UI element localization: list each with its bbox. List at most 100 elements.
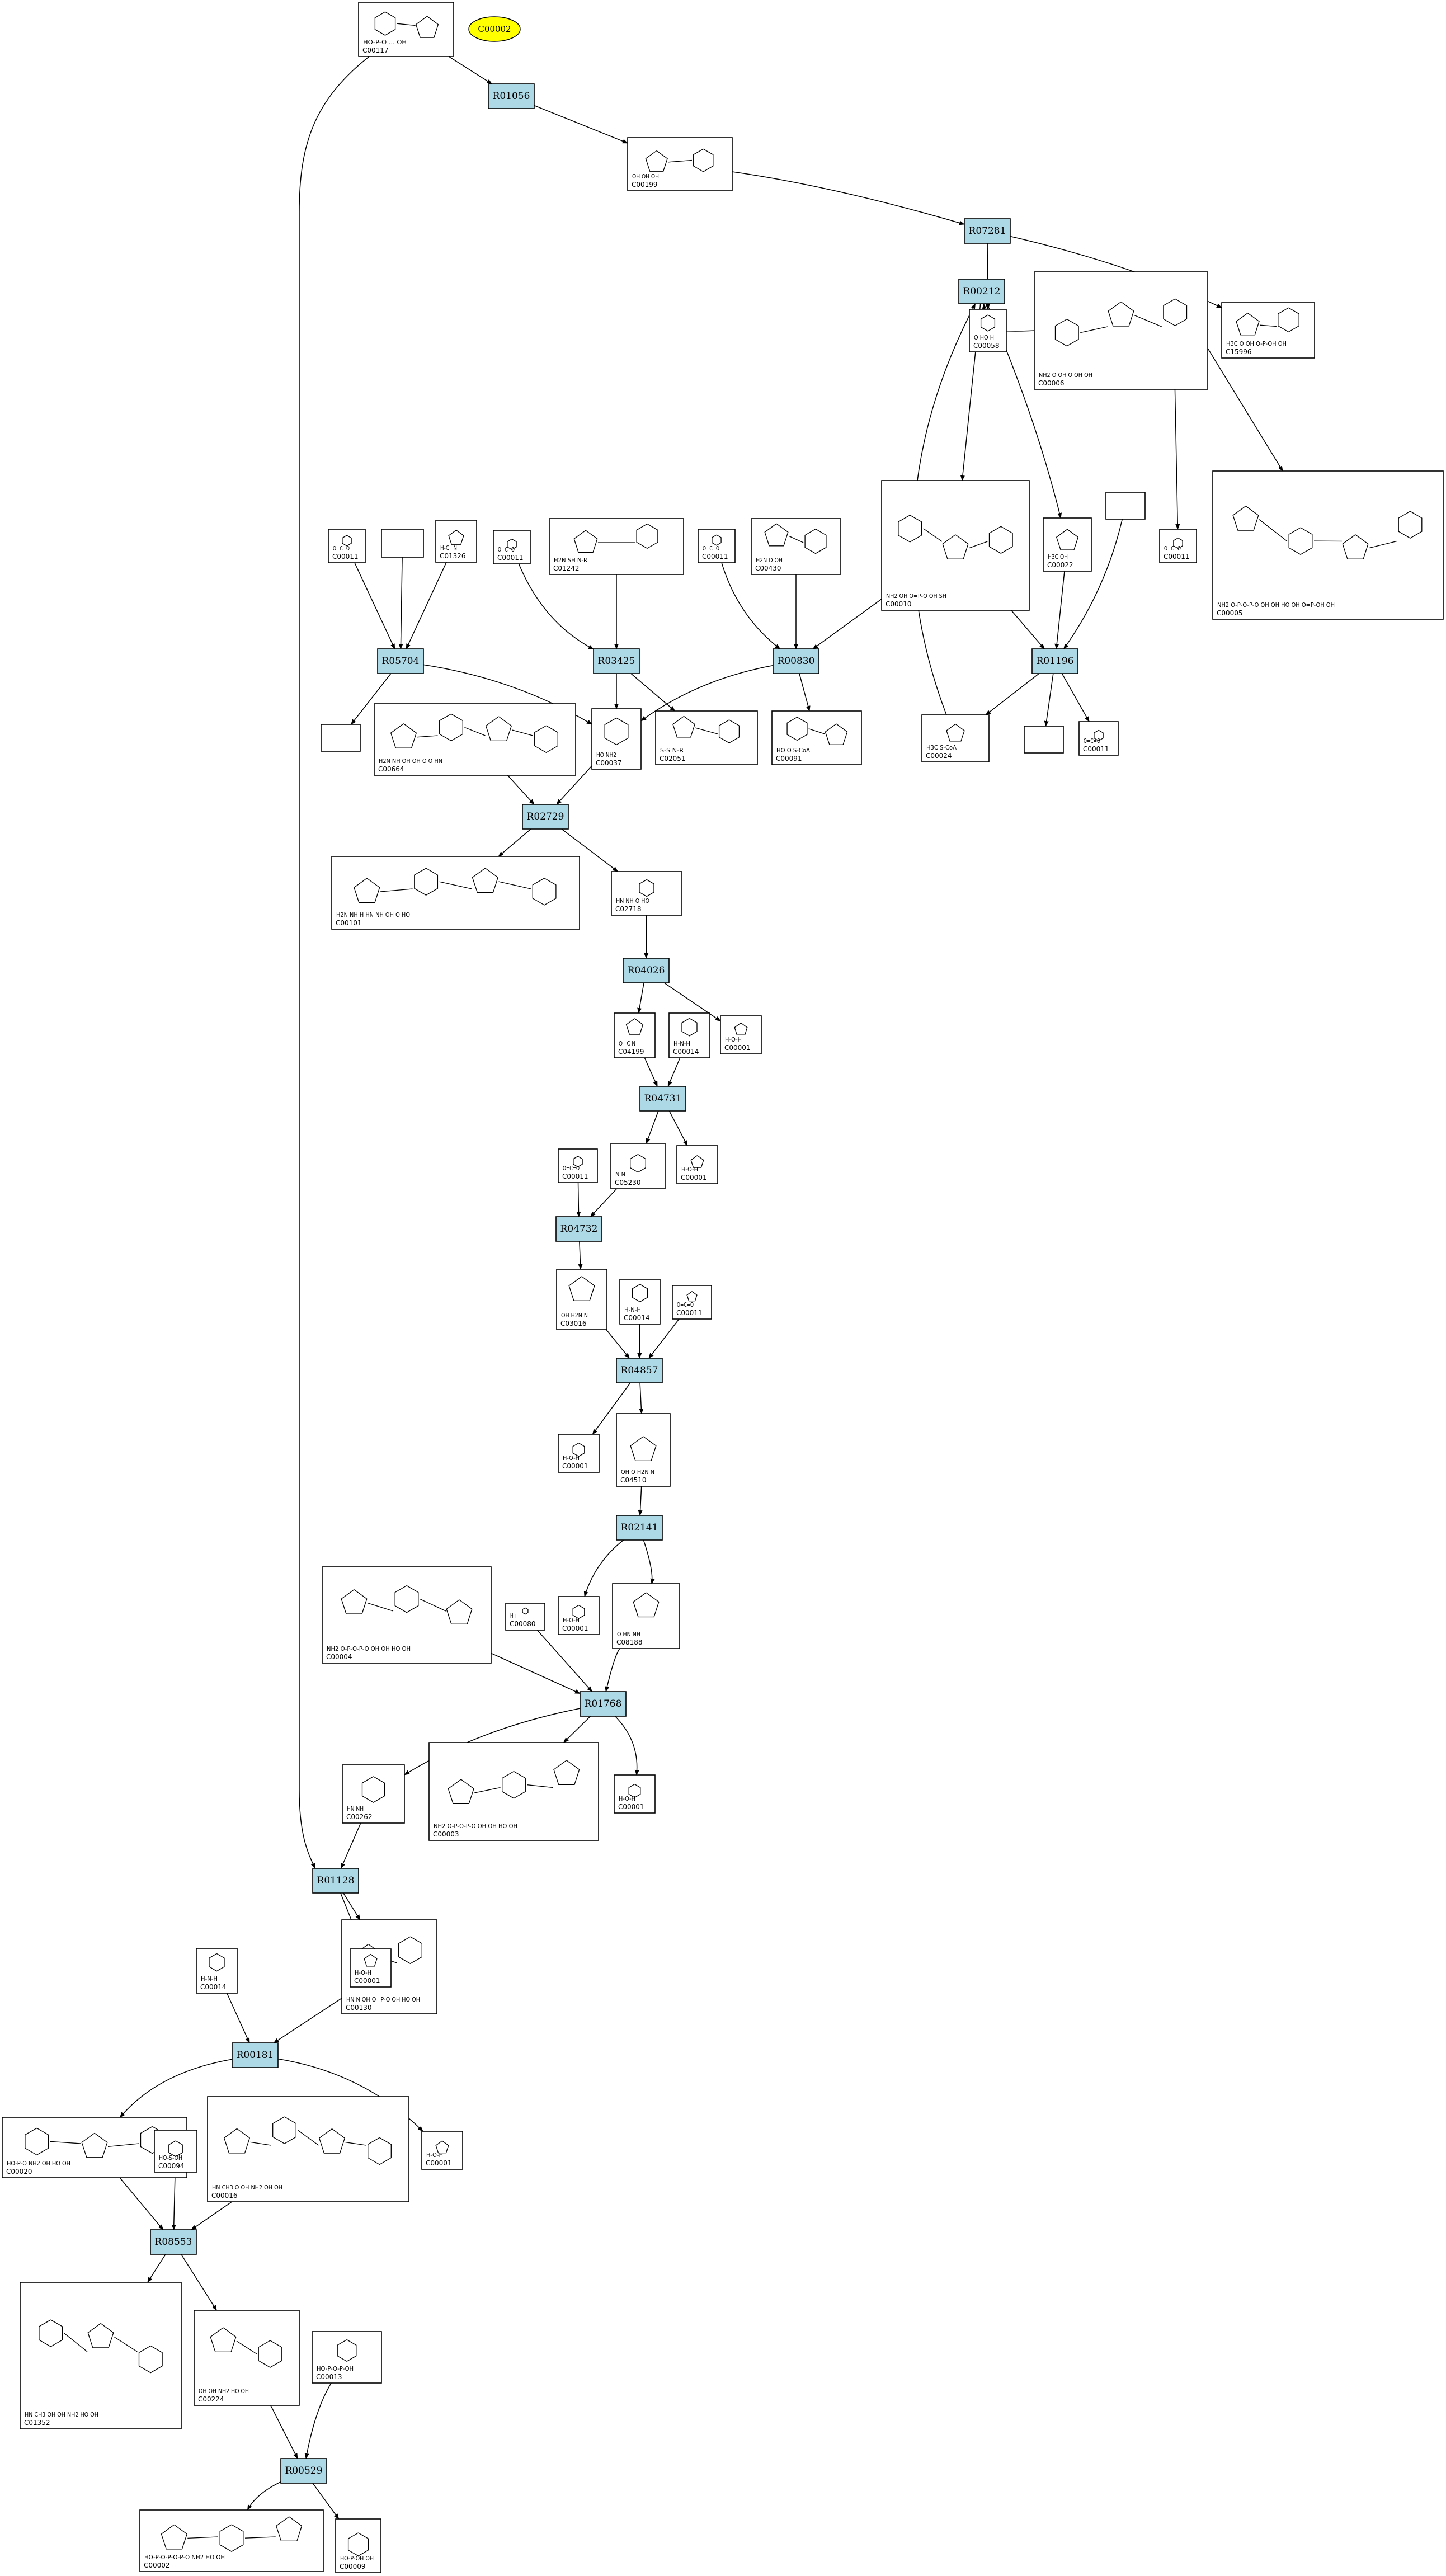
compound-id: C00091 — [776, 755, 802, 762]
edge-R00830-c91 — [799, 673, 811, 712]
compound-id: C00001 — [426, 2159, 452, 2167]
compound-id: C04199 — [618, 1048, 644, 1056]
reaction-r07281[interactable]: R07281 — [964, 218, 1011, 244]
reaction-r00212[interactable]: R00212 — [958, 279, 1005, 304]
atom-labels: H-N-H — [624, 1306, 641, 1313]
reaction-r00830[interactable]: R00830 — [773, 648, 819, 674]
edge-c224-R00529 — [270, 2405, 298, 2459]
compound-id: C00001 — [681, 1174, 707, 1181]
atom-labels: H-O-H — [355, 1969, 371, 1976]
compound-id: C00011 — [497, 554, 524, 562]
reaction-r08553[interactable]: R08553 — [150, 2229, 197, 2255]
atom-labels: HO-P-O-P-OH — [317, 2365, 354, 2372]
reaction-r02141[interactable]: R02141 — [616, 1515, 663, 1541]
reaction-r03425[interactable]: R03425 — [593, 648, 640, 674]
atom-labels: O=C=O — [1084, 737, 1100, 745]
reaction-r01128[interactable]: R01128 — [312, 1868, 359, 1894]
compound-empty[interactable] — [381, 529, 424, 558]
structure-drawing — [1232, 506, 1423, 559]
atom-labels: HN NH O HO — [616, 897, 649, 905]
structure-drawing — [630, 1154, 646, 1173]
atom-labels: HN CH3 O OH NH2 OH OH — [212, 2184, 282, 2191]
compound-empty[interactable] — [321, 724, 361, 752]
structure-drawing — [374, 11, 439, 38]
reaction-r04731[interactable]: R04731 — [639, 1086, 686, 1112]
edge-R08553-c224 — [181, 2254, 217, 2311]
compound-id: C01352 — [24, 2419, 50, 2427]
reaction-r04026[interactable]: R04026 — [623, 958, 670, 983]
edge-R04731-c1b — [668, 1110, 688, 1146]
compound-id: C00020 — [6, 2168, 32, 2175]
compound-id: C05230 — [615, 1179, 641, 1186]
compound-empty[interactable] — [1024, 726, 1064, 754]
reaction-r01768[interactable]: R01768 — [580, 1691, 627, 1717]
reaction-r02729[interactable]: R02729 — [522, 804, 569, 830]
reaction-r05704[interactable]: R05704 — [377, 648, 424, 674]
reaction-r00181[interactable]: R00181 — [232, 2042, 279, 2068]
structure-drawing — [690, 1155, 704, 1168]
atom-labels: H-O-H — [426, 2151, 443, 2159]
reaction-r01196[interactable]: R01196 — [1031, 648, 1078, 674]
reaction-r04857[interactable]: R04857 — [616, 1358, 663, 1383]
title-node-c00002[interactable]: C00002 — [468, 16, 521, 42]
reaction-label: R04731 — [644, 1093, 682, 1104]
compound-c00005[interactable]: NH2 O-P-O-P-O OH OH HO OH O=P-OH OHC0000… — [1212, 470, 1444, 620]
reaction-r04732[interactable]: R04732 — [555, 1216, 602, 1242]
compound-c00080[interactable]: H+C00080 — [505, 1603, 545, 1631]
structure-drawing — [764, 523, 827, 554]
compound-empty[interactable] — [1105, 492, 1146, 520]
atom-labels: HO NH2 — [596, 751, 616, 759]
reaction-r00529[interactable]: R00529 — [280, 2458, 327, 2484]
reaction-r01056[interactable]: R01056 — [488, 83, 535, 109]
